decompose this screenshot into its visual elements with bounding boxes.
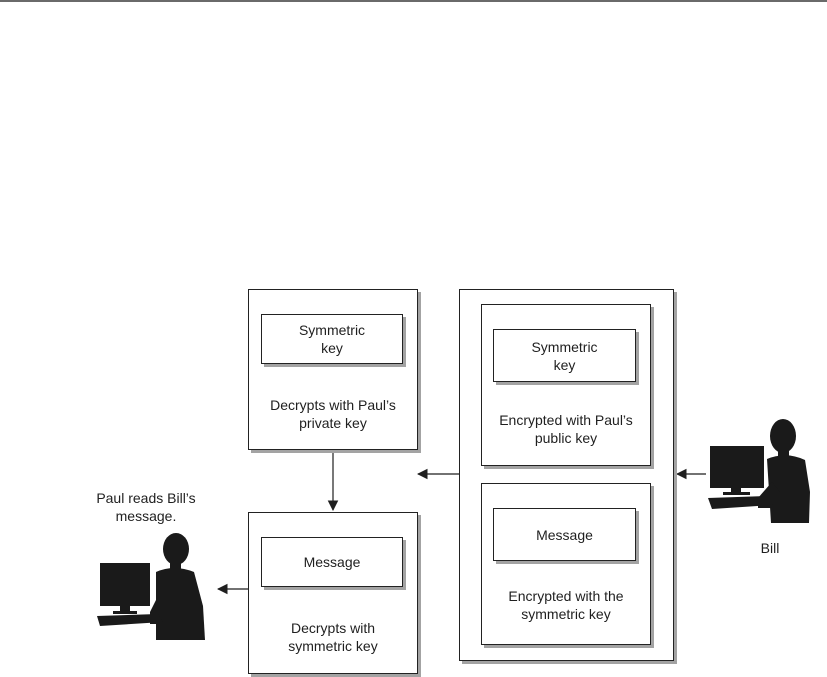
decrypt-message-inner-label: Message xyxy=(303,554,361,570)
encrypted-message-box: Message Encrypted with the symmetric key xyxy=(481,483,651,645)
encrypted-key-inner-box: Symmetric key xyxy=(493,329,636,382)
decrypt-message-box: Message Decrypts with symmetric key xyxy=(248,512,418,674)
encrypted-key-inner-label: Symmetric key xyxy=(531,338,598,373)
encrypted-message-caption: Encrypted with the symmetric key xyxy=(508,588,624,622)
encrypted-key-caption: Encrypted with Paul’s public key xyxy=(499,412,633,446)
decrypt-message-caption: Decrypts with symmetric key xyxy=(288,620,378,654)
encrypted-message-inner-box: Message xyxy=(493,508,636,561)
decrypt-key-inner-box: Symmetric key xyxy=(261,314,403,364)
decrypt-key-caption: Decrypts with Paul’s private key xyxy=(270,397,396,431)
decrypt-key-box: Symmetric key Decrypts with Paul’s priva… xyxy=(248,289,418,450)
decrypt-key-inner-label: Symmetric key xyxy=(298,322,366,356)
encrypted-key-box: Symmetric key Encrypted with Paul’s publ… xyxy=(481,304,651,466)
decrypt-message-inner-box: Message xyxy=(261,537,403,587)
bill-caption: Bill xyxy=(760,540,780,556)
encrypted-message-inner-label: Message xyxy=(536,526,593,543)
top-rule xyxy=(0,0,827,2)
paul-caption: Paul reads Bill’s message. xyxy=(96,490,196,524)
sender-encrypted-panel: Symmetric key Encrypted with Paul’s publ… xyxy=(459,289,674,661)
